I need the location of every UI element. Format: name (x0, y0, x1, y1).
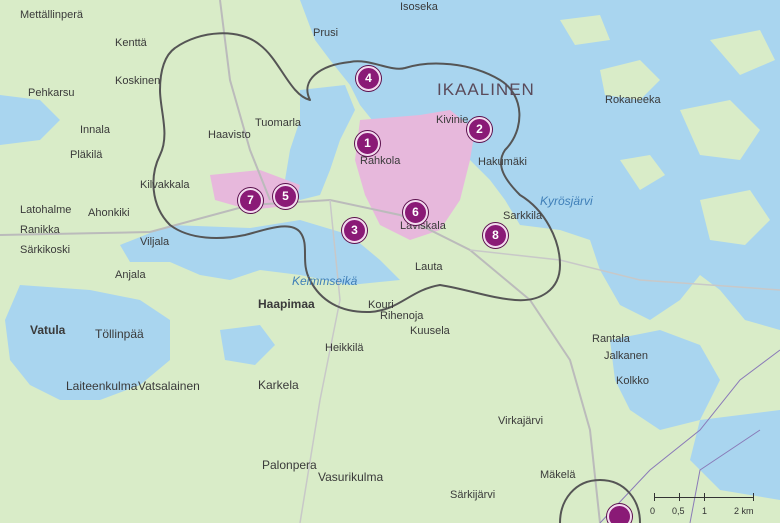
island-3 (700, 190, 770, 245)
place-label: Sarkkila (503, 210, 543, 222)
zone-boundary (152, 32, 561, 314)
lake-label: Keimmseikä (292, 274, 358, 288)
map-marker-8[interactable]: 8 (483, 223, 508, 248)
place-label: Viljala (140, 236, 170, 248)
admin-border (599, 349, 780, 523)
island-2 (680, 100, 760, 160)
map-marker-7[interactable]: 7 (238, 188, 263, 213)
place-label: Kenttä (115, 37, 147, 49)
map-marker-2[interactable]: 2 (467, 117, 492, 142)
island-5 (560, 15, 610, 45)
place-label: Haavisto (208, 129, 251, 141)
place-label: Ahonkiki (88, 207, 130, 219)
lake-label: Kyrösjärvi (540, 194, 593, 208)
place-label: Vasurikulma (318, 470, 384, 484)
place-label: Lauta (415, 261, 443, 273)
urban-area-ikaalinen (355, 110, 475, 240)
place-label: Vatsalainen (138, 379, 200, 393)
scale-tick (753, 493, 754, 501)
scale-bar: 0 0,5 1 2 km (648, 493, 758, 519)
scale-label: 0 (650, 506, 656, 516)
place-label: Heikkilä (325, 342, 364, 354)
place-label: Hakumäki (478, 156, 527, 168)
place-label: Rantala (592, 333, 630, 345)
place-label: Mäkelä (540, 469, 576, 481)
lake-left-top (0, 95, 60, 145)
scale-tick (654, 493, 655, 501)
map-marker-6[interactable]: 6 (403, 200, 428, 225)
lake-bay-center (285, 85, 355, 200)
place-label: Töllinpää (95, 327, 144, 341)
road-east (469, 249, 780, 291)
lake-southeast (690, 410, 780, 500)
lake-south-right (610, 330, 720, 430)
lake-southwest (5, 285, 170, 400)
admin-border-2 (689, 429, 761, 523)
place-label: Särkikoski (20, 244, 71, 256)
place-label: Virkajärvi (498, 415, 544, 427)
place-label: Särkijärvi (450, 489, 496, 501)
place-label: Kuusela (410, 325, 450, 337)
map-marker-1[interactable]: 1 (355, 131, 380, 156)
place-label: Kolkko (616, 375, 650, 387)
place-label: Latohalme (20, 204, 72, 216)
map-marker-4[interactable]: 4 (356, 66, 381, 91)
lake-middle (220, 325, 275, 365)
place-label: Karkela (258, 378, 299, 392)
place-label: Ranikka (20, 224, 60, 236)
lake-kyrosjarvi (300, 0, 780, 330)
place-label: Rokaneeka (605, 94, 661, 106)
place-label: Anjala (115, 269, 146, 281)
scale-label: 0,5 (672, 506, 685, 516)
island-4 (620, 155, 665, 190)
place-label: Palonpera (262, 458, 317, 472)
road-south (299, 199, 341, 523)
place-label: Jalkanen (604, 350, 649, 362)
road-north (219, 0, 271, 201)
road-main (0, 198, 601, 523)
place-label: Rahkola (360, 155, 401, 167)
place-label: Innala (80, 124, 110, 136)
place-label: Rihenoja (380, 310, 424, 322)
place-label: Koskinen (115, 75, 161, 87)
map-title: IKAALINEN (437, 80, 535, 99)
map-marker-3[interactable]: 3 (342, 218, 367, 243)
place-label: Vatula (30, 323, 66, 337)
place-label: Haapimaa (258, 297, 315, 311)
place-label: Kouri (368, 299, 394, 311)
place-label: Tuomarla (255, 117, 302, 129)
island-6 (710, 30, 775, 75)
place-label: Kilvakkala (140, 179, 190, 191)
place-label: Isoseka (400, 1, 438, 13)
place-label: Laviskala (400, 220, 446, 232)
place-label: Pläkilä (70, 149, 103, 161)
scale-label: 1 (702, 506, 708, 516)
place-label: Prusi (313, 27, 339, 39)
scale-tick (704, 493, 705, 501)
place-label: Kivinie (436, 114, 469, 126)
zone-boundary-south (559, 478, 641, 523)
place-label: Pehkarsu (28, 87, 75, 99)
place-label: Mettällinperä (20, 9, 83, 21)
scale-label: 2 km (734, 506, 754, 516)
scale-tick (679, 493, 680, 501)
lake-keimmseika (120, 220, 400, 285)
map-marker-5[interactable]: 5 (273, 184, 298, 209)
place-label: Laiteenkulma (66, 379, 138, 393)
island-1 (600, 60, 660, 100)
map-marker-9[interactable] (607, 504, 632, 523)
